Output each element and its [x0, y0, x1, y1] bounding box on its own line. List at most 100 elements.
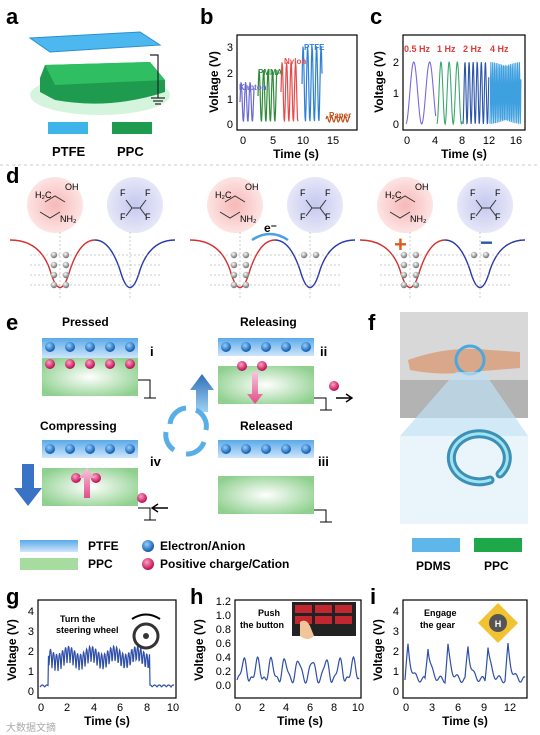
panel-g-letter: g	[6, 584, 19, 609]
molecule-f: F	[120, 188, 126, 198]
panel-f: f PDMS PPC	[368, 310, 528, 573]
i-xtick: 12	[504, 702, 516, 714]
b-xtick: 10	[297, 135, 309, 147]
electron-state	[242, 251, 250, 259]
molecule-nh2: NH₂	[410, 214, 427, 224]
ppc-potential-well	[359, 239, 446, 289]
negative-charge-sign: −	[480, 230, 493, 255]
i-ytick: 2	[393, 646, 399, 658]
panel-i-letter: i	[370, 584, 376, 609]
label-0-5hz: 0.5 Hz	[404, 44, 431, 54]
state-released-label: Released	[240, 419, 293, 433]
legend-ptfe-label: PTFE	[88, 539, 119, 553]
trace-0-5-hz	[405, 61, 437, 125]
state-pressed-label: Pressed	[62, 315, 109, 329]
molecule-f: F	[120, 212, 126, 222]
electron-anion	[221, 342, 231, 352]
c-ytick: 1	[393, 88, 399, 100]
panel-c-axes	[402, 34, 526, 131]
electron-symbol: e⁻	[264, 221, 277, 235]
electron-state	[312, 251, 320, 259]
label-kapton: Kapton	[239, 83, 267, 92]
electron-state	[62, 261, 70, 269]
electron-anion	[281, 444, 291, 454]
c-ytick: 2	[393, 57, 399, 69]
b-ytick: 1	[227, 94, 233, 106]
molecule-f: F	[325, 212, 331, 222]
h-xtick: 6	[307, 702, 313, 714]
current-arrow	[150, 503, 168, 513]
electron-anion	[85, 444, 95, 454]
b-xtick: 15	[327, 135, 339, 147]
panel-h: h Push the button 0 2 4 6 8 10 0.0 0.2 0…	[190, 584, 364, 728]
legend-ppc-label: PPC	[88, 557, 113, 571]
zoom-cone	[400, 372, 528, 436]
electron-anion	[221, 444, 231, 454]
g-caption-2: steering wheel	[56, 625, 119, 635]
ptfe-molecule-glow	[107, 177, 163, 233]
molecule-h2c: H₂C	[35, 190, 52, 200]
b-xtick: 0	[240, 135, 246, 147]
cycle-arrows	[163, 405, 209, 457]
panel-g-axes	[37, 599, 177, 699]
i-caption-1: Engage	[424, 608, 457, 618]
voltage-trace	[404, 643, 526, 685]
panel-h-trace	[236, 655, 360, 684]
c-xtick: 8	[459, 135, 465, 147]
watermark: 大数据文摘	[6, 721, 56, 734]
g-xtick: 6	[117, 702, 123, 714]
trace-nylon	[280, 62, 299, 122]
electron-anion	[45, 444, 55, 454]
electron-state	[242, 261, 250, 269]
g-xtick: 0	[38, 702, 44, 714]
panel-c: c 0.5 Hz 1 Hz 2 Hz 4 Hz 0 4 8 12 16 0 1 …	[370, 4, 526, 161]
positive-charge	[45, 359, 55, 369]
c-xtick: 0	[404, 135, 410, 147]
electron-state	[50, 251, 58, 259]
g-ylabel: Voltage (V)	[5, 619, 19, 681]
g-xtick: 2	[64, 702, 70, 714]
legend-pdms-swatch	[412, 538, 460, 552]
positive-charge	[125, 359, 135, 369]
label-pmma: PMMA	[258, 68, 283, 77]
b-ytick: 0	[227, 119, 233, 131]
electron-anion	[65, 444, 75, 454]
h-xtick: 10	[352, 702, 364, 714]
ptfe-molecule-bonds	[305, 199, 327, 217]
molecule-oh: OH	[65, 182, 79, 192]
panel-a-letter: a	[6, 4, 19, 29]
electron-anion	[301, 444, 311, 454]
ptfe-potential-well	[94, 239, 176, 289]
h-ytick: 0.4	[216, 652, 231, 664]
trace-paper	[325, 115, 351, 123]
molecule-f: F	[470, 188, 476, 198]
positive-charge	[71, 473, 81, 483]
positive-charge	[85, 359, 95, 369]
release-arrow	[190, 374, 214, 412]
b-ylabel: Voltage (V)	[207, 51, 221, 113]
h-caption-1: Push	[258, 608, 280, 618]
electron-state	[412, 261, 420, 269]
panel-b-letter: b	[200, 4, 213, 29]
g-ytick: 3	[28, 626, 34, 638]
b-ytick: 2	[227, 68, 233, 80]
charges-compressing	[45, 444, 168, 521]
panel-d-letter: d	[6, 163, 19, 188]
ppc-molecule-glow	[27, 177, 83, 233]
h-xtick: 4	[283, 702, 289, 714]
i-ytick: 3	[393, 626, 399, 638]
trace-ptfe	[301, 46, 323, 122]
state-ii-num: ii	[320, 344, 327, 359]
i-ytick: 4	[393, 606, 399, 618]
electron-state	[50, 261, 58, 269]
ptfe-molecule-bonds	[475, 199, 497, 217]
g-ytick: 0	[28, 686, 34, 698]
electron-state	[242, 281, 250, 289]
electron-state	[412, 281, 420, 289]
ptfe-potential-well	[444, 239, 526, 289]
molecule-h2c: H₂C	[215, 190, 232, 200]
i-xtick: 3	[429, 702, 435, 714]
electron-state	[62, 251, 70, 259]
